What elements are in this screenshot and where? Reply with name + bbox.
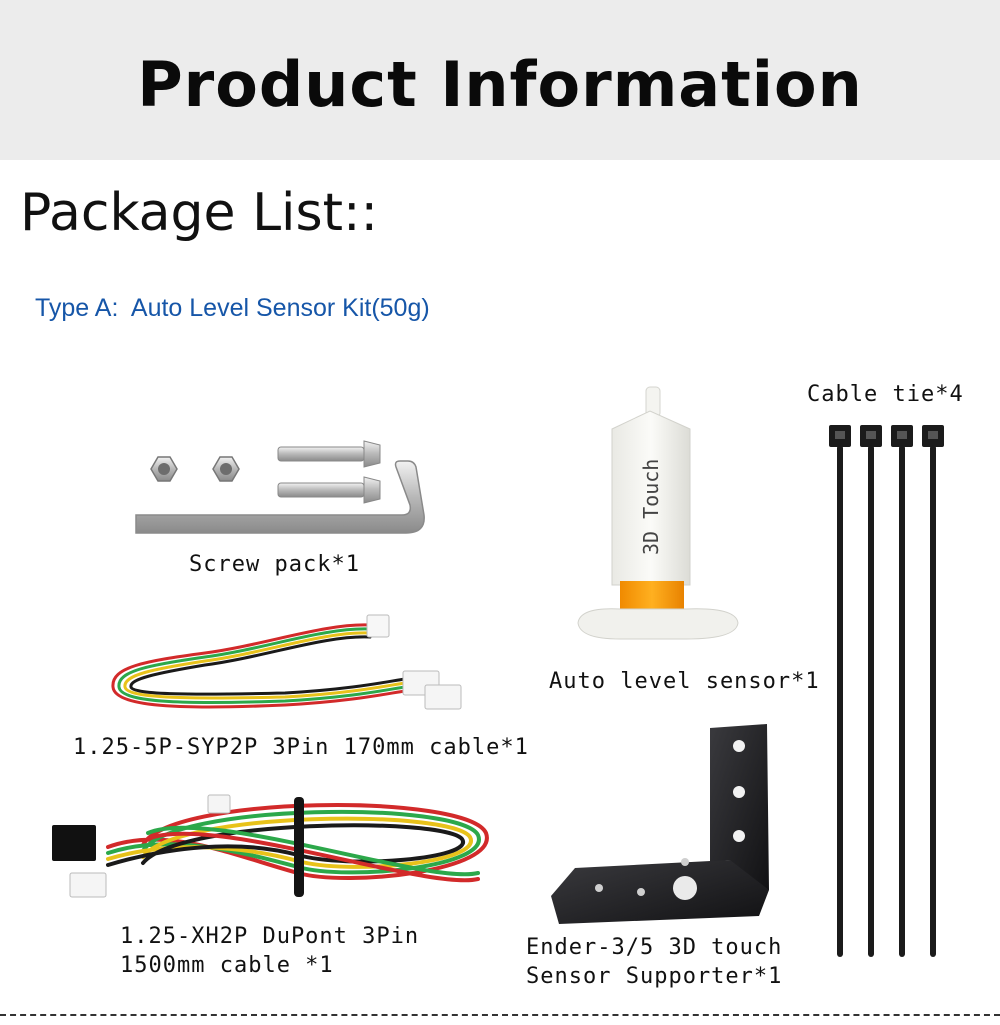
cable-tie-icon <box>860 425 882 957</box>
page-title: Product Information <box>137 47 863 121</box>
supporter-label-line2: Sensor Supporter*1 <box>526 964 783 989</box>
sensor-supporter-image <box>551 724 769 924</box>
cable-1500mm-label-line2: 1500mm cable *1 <box>120 953 334 978</box>
supporter-label-line1: Ender-3/5 3D touch <box>526 935 783 960</box>
cable-tie-label: Cable tie*4 <box>807 382 964 407</box>
hex-key-icon <box>135 460 425 534</box>
screw-icon <box>277 440 381 468</box>
screw-pack-label: Screw pack*1 <box>189 552 360 577</box>
bottom-divider <box>0 1014 1000 1016</box>
screw-icon <box>277 476 381 504</box>
auto-level-sensor-image: 3D Touch <box>577 386 739 640</box>
cable-tie-image <box>829 425 944 957</box>
hex-nut-icon <box>150 456 178 482</box>
hex-nut-icon <box>212 456 240 482</box>
header-banner: Product Information <box>0 0 1000 160</box>
type-a-label: Type A: Auto Level Sensor Kit(50g) <box>35 294 430 322</box>
sensor-brand-text: 3D Touch <box>639 459 663 555</box>
cable-170mm-label: 1.25-5P-SYP2P 3Pin 170mm cable*1 <box>73 735 529 760</box>
cable-tie-icon <box>922 425 944 957</box>
cable-tie-icon <box>891 425 913 957</box>
cable-tie-icon <box>829 425 851 957</box>
cable-1500mm-image <box>52 794 489 898</box>
package-list-heading: Package List:: <box>20 183 379 243</box>
auto-level-sensor-label: Auto level sensor*1 <box>549 669 820 694</box>
screw-pack-image <box>135 440 425 534</box>
cable-1500mm-label-line1: 1.25-XH2P DuPont 3Pin <box>120 924 420 949</box>
cable-170mm-image <box>111 614 462 710</box>
